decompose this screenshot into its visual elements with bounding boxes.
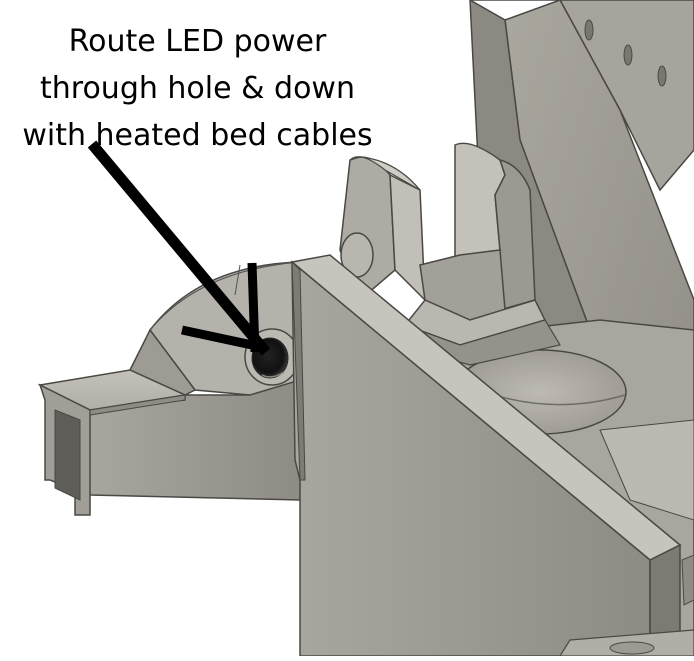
callout-line-2: through hole & down [40, 71, 355, 106]
u-channel [37, 369, 188, 516]
callout-label: Route LED power through hole & down with… [20, 18, 375, 159]
callout-line-1: Route LED power [68, 24, 327, 59]
callout-line-3: with heated bed cables [22, 118, 373, 153]
clevis-bracket [339, 142, 561, 366]
lower-right-details [558, 554, 694, 657]
arrow-annotation [87, 140, 271, 356]
front-side-plate [290, 254, 682, 657]
